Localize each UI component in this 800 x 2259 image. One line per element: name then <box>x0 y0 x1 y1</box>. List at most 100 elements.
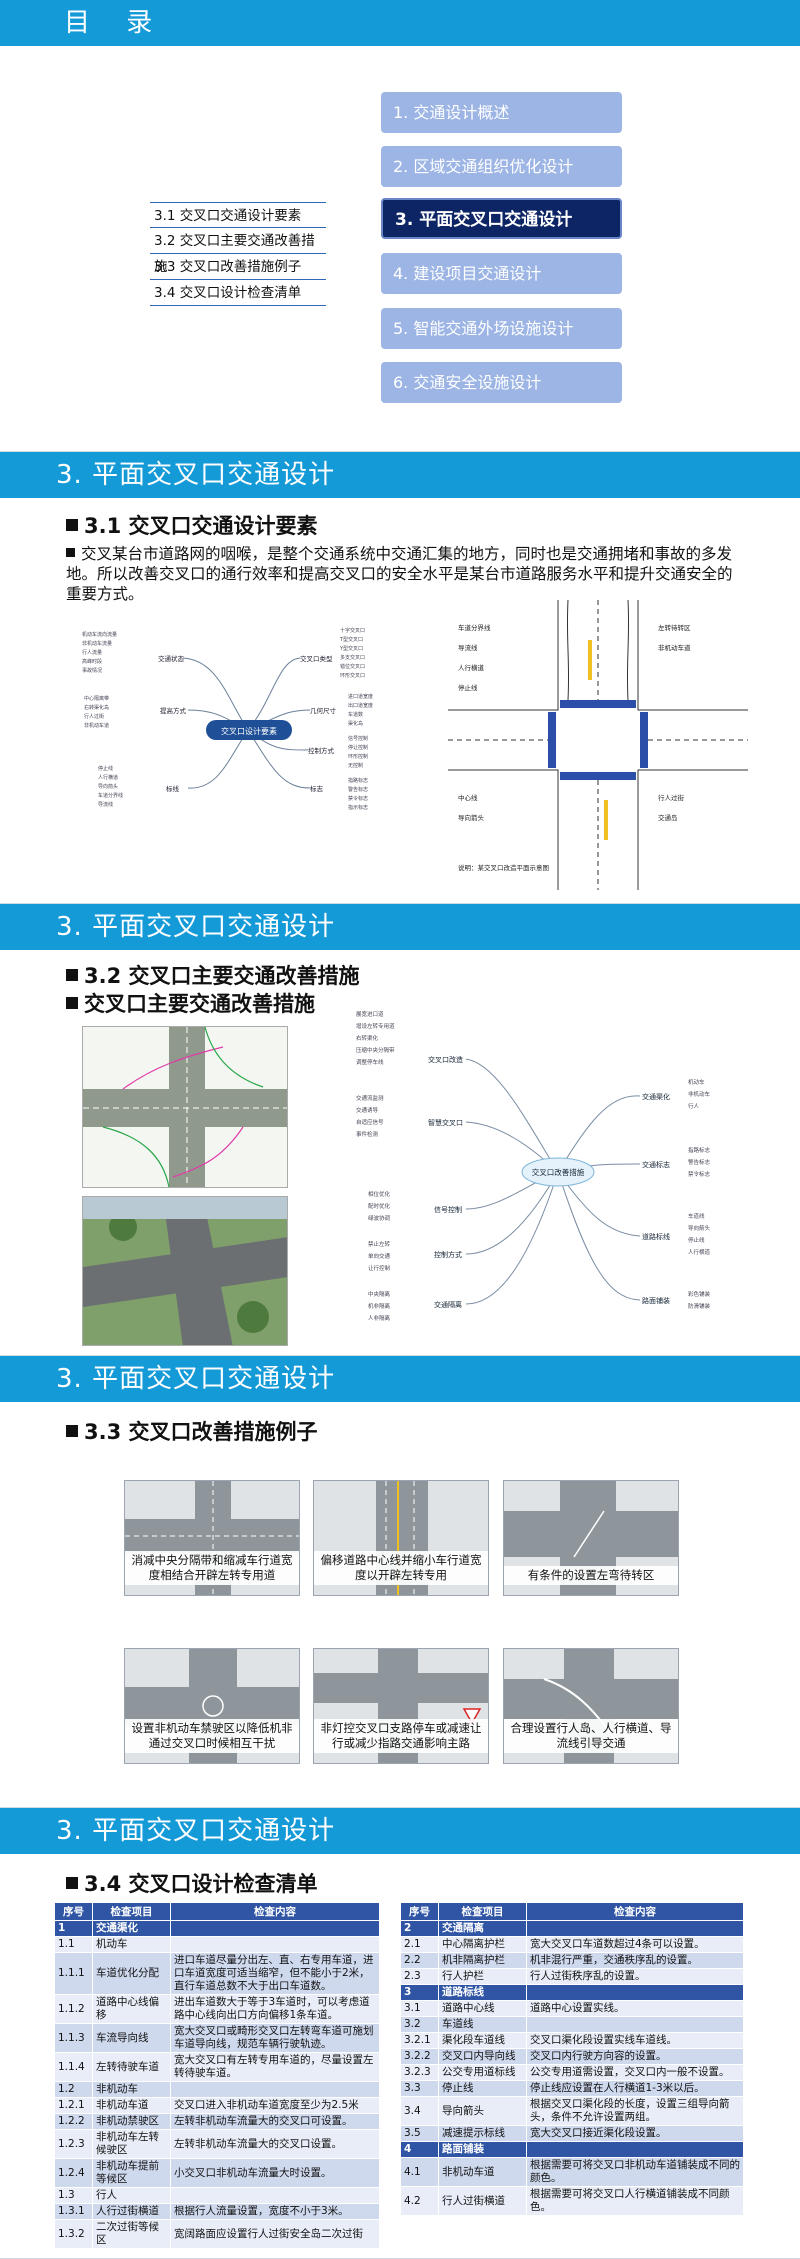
mm-leaf: 人行横道 <box>98 774 118 781</box>
table-cell-item: 减速提示标线 <box>438 2125 527 2142</box>
example-caption: 设置非机动车禁驶区以降低机非通过交叉口时候相互干扰 <box>125 1719 299 1753</box>
table-cell-content: 机非混行严重，交通秩序乱的设置。 <box>526 1952 744 1969</box>
table-cell-content: 公交专用道需设置，交叉口内一般不设置。 <box>526 2064 744 2081</box>
table-cell-item: 道路中心线偏移 <box>92 1994 171 2024</box>
table-cell-no: 1.1.4 <box>54 2052 93 2082</box>
branch-right: 道路标线 <box>642 1232 670 1241</box>
table-cell-no: 3 <box>400 1984 439 2001</box>
table-cell-content: 交叉口进入非机动车道宽度至少为2.5米 <box>170 2097 380 2114</box>
table-cell-item: 非机动车左转候驶区 <box>92 2129 171 2159</box>
branch-type: 交叉口类型 <box>300 654 333 663</box>
mindmap-center <box>206 720 292 740</box>
table-cell-no: 3.2.2 <box>400 2048 439 2065</box>
mm-leaf: 调整停车线 <box>356 1058 384 1066</box>
table-cell-no: 3.4 <box>400 2096 439 2126</box>
design-elements-mindmap: 交叉口设计要素 交通状态 提高方式 标线 交叉口类型 几何尺寸 控制方式 标志 … <box>82 627 373 811</box>
toc-item-4[interactable]: 4. 建设项目交通设计 <box>381 253 622 294</box>
section-subtitle-text: 交叉口主要交通改善措施 <box>84 992 315 1016</box>
mm-leaf: 自适应信号 <box>356 1118 384 1126</box>
mm-leaf: 禁止左转 <box>368 1240 391 1248</box>
slide-3-2: 3. 平面交叉口交通设计 3.2 交叉口主要交通改善措施 交叉口主要交通改善措施… <box>0 904 800 1356</box>
subsection-item[interactable]: 3.3 交叉口改善措施例子 <box>150 254 326 280</box>
section-subtitle-text: 3.3 交叉口改善措施例子 <box>84 1420 318 1444</box>
branch-left: 信号控制 <box>434 1205 462 1214</box>
table-cell-no: 3.2.1 <box>400 2032 439 2049</box>
drawing-label: 导流线 <box>458 643 478 652</box>
table-cell-content: 宽阔路面应设置行人过街安全岛二次过街 <box>170 2219 380 2249</box>
mm-leaf: 彩色铺装 <box>688 1290 711 1298</box>
mm-leaf: 压缩中央分隔带 <box>356 1046 395 1054</box>
toc-item-1[interactable]: 1. 交通设计概述 <box>381 92 622 133</box>
example-card: 消减中央分隔带和缩减车行道宽度相结合开辟左转专用道 <box>124 1480 300 1596</box>
slide-3-1: 3. 平面交叉口交通设计 3.1 交叉口交通设计要素 交叉某台市道路网的咽喉，是… <box>0 452 800 904</box>
intro-text: 交叉某台市道路网的咽喉，是整个交通系统中交通汇集的地方，同时也是交通拥堵和事故的… <box>66 545 733 603</box>
subsection-item[interactable]: 3.1 交叉口交通设计要素 <box>150 202 326 228</box>
example-card: 合理设置行人岛、人行横道、导流线引导交通 <box>503 1648 679 1764</box>
table-cell-item: 非机动车道 <box>438 2157 527 2187</box>
subsection-item[interactable]: 3.2 交叉口主要交通改善措施 <box>150 228 326 275</box>
branch-right: 交通标志 <box>642 1160 670 1169</box>
table-cell-content <box>526 2016 744 2033</box>
mm-leaf: 停让控制 <box>348 744 368 751</box>
section-subtitle: 3.4 交叉口设计检查清单 <box>66 1868 318 1898</box>
table-cell-content <box>170 2081 380 2098</box>
table-cell-content <box>170 1920 380 1937</box>
table-cell-item: 道路中心线 <box>438 2000 527 2017</box>
toc-item-6[interactable]: 6. 交通安全设施设计 <box>381 362 622 403</box>
mm-leaf: 右转渠化 <box>356 1034 379 1042</box>
table-cell-content: 左转非机动车流量大的交叉口设置。 <box>170 2129 380 2159</box>
mm-leaf: 十字交叉口 <box>340 627 365 634</box>
table-cell-content: 宽大交叉口接近渠化段设置。 <box>526 2125 744 2142</box>
table-cell-no: 1.3 <box>54 2187 93 2204</box>
table-cell-content: 交叉口内行驶方向容的设置。 <box>526 2048 744 2065</box>
table-cell-no: 1.2.1 <box>54 2097 93 2114</box>
mm-leaf: 单向交通 <box>368 1252 391 1260</box>
col-header: 检查项目 <box>92 1902 171 1921</box>
table-cell-content <box>170 2187 380 2204</box>
mm-leaf: 交通诱导 <box>356 1106 379 1114</box>
toc-item-3-active[interactable]: 3. 平面交叉口交通设计 <box>381 198 622 239</box>
mm-leaf: 进口道宽度 <box>348 693 373 700</box>
toc-item-5[interactable]: 5. 智能交通外场设施设计 <box>381 308 622 349</box>
mm-leaf: 指路标志 <box>688 1146 711 1154</box>
subsection-item[interactable]: 3.4 交叉口设计检查清单 <box>150 280 326 306</box>
table-cell-item: 人行过街横道 <box>92 2203 171 2220</box>
mm-leaf: 增设左转专用道 <box>356 1022 395 1030</box>
mm-leaf: 警告标志 <box>348 786 368 793</box>
col-header: 检查内容 <box>170 1902 380 1921</box>
toc-item-2[interactable]: 2. 区域交通组织优化设计 <box>381 146 622 187</box>
mm-leaf: 机动车流向流量 <box>82 631 117 638</box>
table-cell-content: 宽大交叉口有左转专用车道的，尽量设置左转待驶车道。 <box>170 2052 380 2082</box>
table-cell-content <box>526 1984 744 2001</box>
table-cell-no: 3.2.3 <box>400 2064 439 2081</box>
col-header: 序号 <box>54 1902 93 1921</box>
table-cell-item: 非机动车 <box>92 2081 171 2098</box>
mm-leaf: 非机动车流量 <box>82 640 112 647</box>
table-cell-content <box>526 1920 744 1937</box>
mm-leaf: 多支交叉口 <box>340 654 365 661</box>
table-cell-item: 交通渠化 <box>92 1920 171 1937</box>
drawing-label: 人行横道 <box>458 663 485 672</box>
branch-left: 控制方式 <box>434 1250 462 1259</box>
table-cell-no: 1.1.3 <box>54 2023 93 2053</box>
mm-leaf: 非机动车道 <box>84 722 109 729</box>
slide-title: 3. 平面交叉口交通设计 <box>0 904 800 950</box>
mm-leaf: T型交叉口 <box>339 636 363 643</box>
table-cell-content: 进口车道尽量分出左、直、右专用车道，进口车道宽度可适当缩窄，但不能小于2米，直行… <box>170 1952 380 1995</box>
table-cell-no: 1.3.2 <box>54 2219 93 2249</box>
mm-leaf: 行人过街 <box>84 713 104 720</box>
example-caption: 合理设置行人岛、人行横道、导流线引导交通 <box>504 1719 678 1753</box>
table-cell-content: 根据需要可将交叉口人行横道铺装成不同颜色。 <box>526 2186 744 2216</box>
table-cell-item: 机动车 <box>92 1936 171 1953</box>
table-cell-item: 左转待驶车道 <box>92 2052 171 2082</box>
table-cell-content: 左转非机动车流量大的交叉口可设置。 <box>170 2113 380 2130</box>
